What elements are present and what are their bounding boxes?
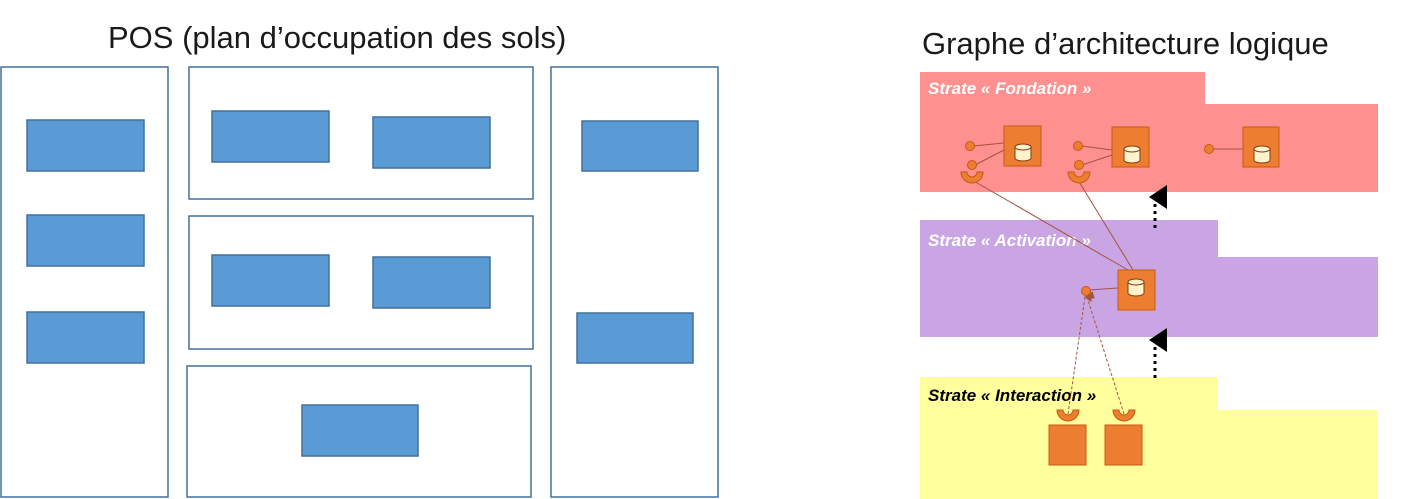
activation-component bbox=[1081, 269, 1156, 311]
pos-zone-left bbox=[0, 66, 169, 498]
interaction-component-1 bbox=[1048, 409, 1087, 466]
database-icon bbox=[1014, 143, 1032, 162]
required-interface-icon bbox=[1112, 409, 1136, 422]
interface-link bbox=[1088, 287, 1119, 291]
interface-link bbox=[972, 142, 1005, 147]
requirement-link-dashed bbox=[1086, 291, 1125, 415]
strate-fondation-label: Strate « Fondation » bbox=[928, 79, 1091, 98]
requirement-link bbox=[1077, 179, 1134, 271]
provided-interface-icon bbox=[1204, 144, 1214, 154]
strate-activation-label: Strate « Activation » bbox=[928, 231, 1091, 250]
database-icon bbox=[1127, 278, 1145, 297]
provided-interface-icon bbox=[967, 160, 977, 170]
provided-interface-icon bbox=[1074, 160, 1084, 170]
component-box bbox=[1048, 424, 1087, 466]
pos-block bbox=[26, 119, 145, 172]
interface-link bbox=[1081, 145, 1113, 151]
pos-zone-top bbox=[188, 66, 534, 200]
pos-block bbox=[211, 254, 330, 307]
provided-interface-icon bbox=[965, 141, 975, 151]
strate-interaction-band bbox=[920, 377, 1378, 499]
architecture-graph: Strate « Fondation » Strate « Activation… bbox=[920, 72, 1378, 499]
requirement-link bbox=[971, 179, 1129, 271]
pos-block bbox=[26, 311, 145, 364]
pos-block bbox=[576, 312, 694, 364]
pos-block bbox=[581, 120, 699, 172]
pos-zone-right bbox=[550, 66, 719, 498]
strate-interaction-label: Strate « Interaction » bbox=[928, 386, 1096, 405]
graph-title: Graphe d’architecture logique bbox=[922, 26, 1329, 61]
pos-block bbox=[211, 110, 330, 163]
pos-block bbox=[301, 404, 419, 457]
database-icon bbox=[1253, 145, 1271, 164]
database-icon bbox=[1123, 145, 1141, 164]
required-interface-icon bbox=[1067, 171, 1091, 184]
component-box bbox=[1104, 424, 1143, 466]
connection-lines bbox=[971, 142, 1243, 415]
interface-link bbox=[974, 149, 1005, 166]
pos-title: POS (plan d’occupation des sols) bbox=[108, 20, 567, 55]
required-interface-icon bbox=[960, 171, 984, 184]
pos-diagram bbox=[0, 66, 719, 498]
pos-zone-bottom bbox=[186, 365, 532, 498]
fondation-component-2 bbox=[1067, 126, 1150, 184]
pos-zone-middle bbox=[188, 215, 534, 350]
pos-block bbox=[26, 214, 145, 267]
interface-link bbox=[1081, 154, 1113, 166]
fondation-component-1 bbox=[960, 125, 1042, 184]
provided-interface-icon bbox=[1073, 141, 1083, 151]
required-interface-icon bbox=[1056, 409, 1080, 422]
pos-block bbox=[372, 256, 491, 309]
interaction-component-2 bbox=[1104, 409, 1143, 466]
fondation-component-3 bbox=[1204, 126, 1280, 168]
pos-block bbox=[372, 116, 491, 169]
provided-interface-icon bbox=[1081, 286, 1091, 296]
